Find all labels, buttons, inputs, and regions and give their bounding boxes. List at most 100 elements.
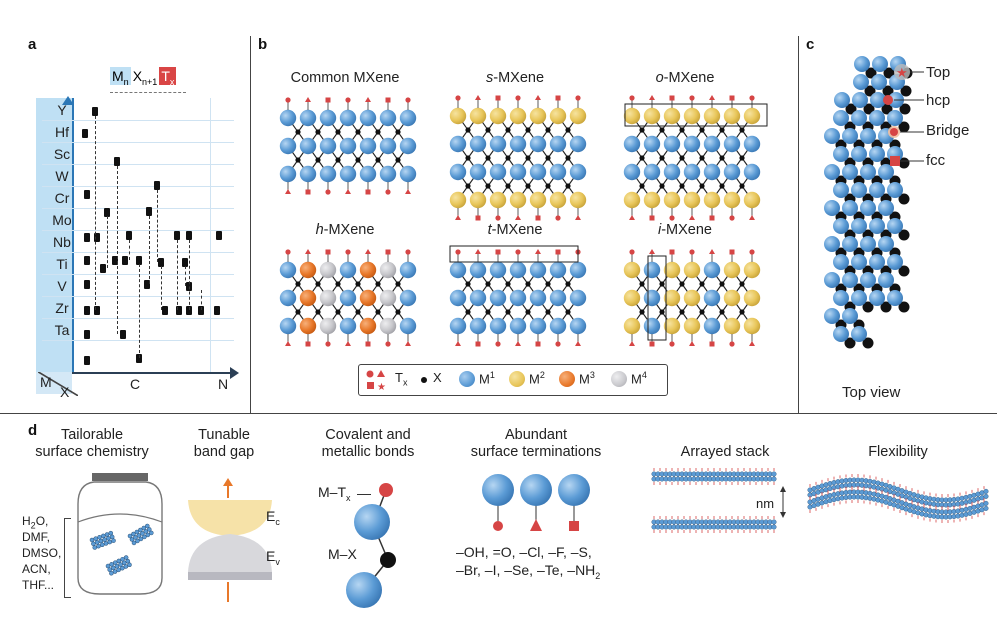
termination-circle [385, 341, 391, 347]
legend-x: X [433, 370, 442, 385]
metal-atom [509, 163, 527, 181]
metal-atom [683, 135, 701, 153]
termination-circle [495, 215, 501, 221]
mxene-layer [807, 486, 989, 523]
title-flexibility: Flexibility [868, 444, 928, 460]
carbon-atom [898, 301, 910, 313]
metal-atom [469, 191, 487, 209]
termination-square [709, 215, 715, 221]
element-marker [126, 231, 132, 240]
termination-triangle [535, 249, 541, 254]
metal-atom [469, 261, 487, 279]
metal-atom [887, 290, 903, 306]
m3-atom-legend-icon [559, 371, 575, 387]
metal-atom [842, 200, 858, 216]
termination-triangle [749, 341, 755, 346]
termination-legend-icon: ★ [366, 370, 386, 392]
metal-atom [833, 146, 849, 162]
termination-square [325, 97, 331, 103]
metal-atom [379, 261, 397, 279]
grid-line [42, 120, 234, 121]
metal-atom [851, 326, 867, 342]
metal-atom [279, 289, 297, 307]
mxene-flake [127, 523, 154, 546]
x-atom [719, 155, 725, 161]
x-atom [315, 281, 321, 287]
metal-atom [549, 163, 567, 181]
x-atom [485, 155, 491, 161]
metal-atom [663, 163, 681, 181]
termination-triangle [285, 189, 291, 194]
grid-line [42, 340, 234, 341]
legend-m3: M3 [579, 370, 595, 387]
x-axis-arrow [230, 367, 239, 379]
metal-atom [824, 236, 840, 252]
termination-square [475, 215, 481, 221]
top-view-lattice-svg: ★ [824, 56, 924, 349]
x-atom-legend-icon [421, 377, 427, 383]
element-marker [114, 157, 120, 166]
metal-atom [339, 261, 357, 279]
metal-atom [643, 289, 661, 307]
metal-atom [860, 164, 876, 180]
metal-atom [860, 200, 876, 216]
link-line [157, 190, 158, 262]
m-x-bond-label: M–X [328, 546, 357, 562]
carbon-atom [863, 103, 875, 115]
termination-atom [379, 483, 393, 497]
x-atom [505, 183, 511, 189]
metal-atom [703, 191, 721, 209]
x-atom [565, 127, 571, 133]
x-atom [525, 309, 531, 315]
termination-circle [729, 341, 735, 347]
x-atom [505, 281, 511, 287]
x-atom [739, 127, 745, 133]
metal-atom [346, 572, 382, 608]
metal-atom [703, 317, 721, 335]
x-atom [295, 157, 301, 163]
fcc-site-marker [890, 156, 900, 166]
metal-atom [449, 135, 467, 153]
x-atom [485, 281, 491, 287]
x-atom [639, 281, 645, 287]
termination-triangle [515, 341, 521, 346]
metal-atom [643, 107, 661, 125]
metal-atom [643, 191, 661, 209]
svg-text:★: ★ [377, 382, 386, 392]
element-marker [136, 354, 142, 363]
metal-atom [339, 317, 357, 335]
x-atom [659, 281, 665, 287]
x-atom [639, 183, 645, 189]
x-atom [719, 309, 725, 315]
metal-atom [549, 191, 567, 209]
x-atom [315, 129, 321, 135]
x-atom [395, 129, 401, 135]
metal-atom [683, 289, 701, 307]
x-atom [465, 281, 471, 287]
metal-atom [399, 289, 417, 307]
termination-circle [515, 95, 521, 101]
metal-atom [824, 128, 840, 144]
metal-atom [319, 165, 337, 183]
grid-line [42, 274, 234, 275]
termination-square [475, 341, 481, 347]
termination-square [555, 249, 561, 255]
termination-circle [689, 95, 695, 101]
metal-atom [449, 261, 467, 279]
solvent-bracket [64, 518, 71, 598]
metal-atom [723, 107, 741, 125]
metal-atom [869, 218, 885, 234]
grid-line [42, 142, 234, 143]
element-marker [84, 256, 90, 265]
liquid-surface [77, 513, 163, 523]
metal-atom [643, 163, 661, 181]
metal-atom [643, 317, 661, 335]
m-tx-bond-label: M–Tx [318, 484, 351, 503]
metal-atom [703, 289, 721, 307]
link-line [201, 290, 202, 310]
metal-atom [833, 254, 849, 270]
metal-atom [359, 165, 377, 183]
x-atom [335, 281, 341, 287]
